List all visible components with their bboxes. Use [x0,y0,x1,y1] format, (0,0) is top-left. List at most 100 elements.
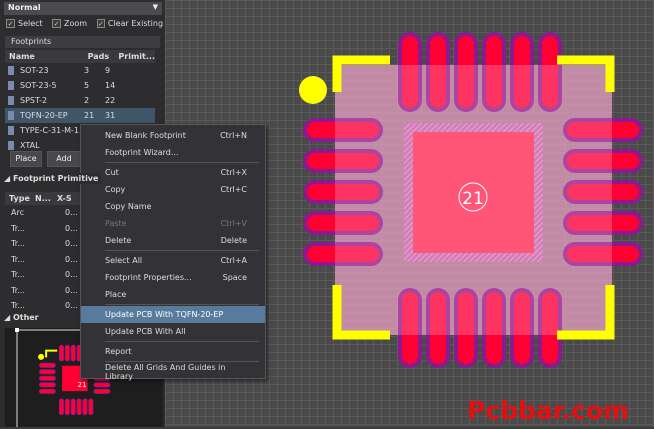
footprint-icon [8,126,14,135]
menu-item-label: New Blank Footprint [105,131,186,140]
cell-x: 0... [65,239,78,249]
table-header: Type N... X-S [5,192,80,205]
right-pad [567,122,639,138]
menu-item-update-pcb-with-tqfn-20-ep[interactable]: Update PCB With TQFN-20-EP [81,306,265,323]
bottom-pad [514,292,530,364]
table-row[interactable]: Tr...0... [5,267,80,283]
cell-type: Tr... [11,285,25,295]
menu-item-label: Report [105,347,132,356]
bottom-pad [89,399,93,415]
other-header[interactable]: ◢ Other [4,313,39,322]
menu-item-label: Paste [105,219,127,228]
footprints-header: Footprints [5,36,160,48]
cell-type: Tr... [11,254,25,264]
top-pad [71,345,75,361]
table-row[interactable]: Tr... 0... [5,283,80,299]
menu-item-footprint-wizard[interactable]: Footprint Wizard... [81,144,265,161]
col-pads[interactable]: Pads [87,52,110,61]
primitives-title: Footprint Primitive [12,174,99,183]
cell-x: 0... [65,285,78,295]
col-primitives[interactable]: Primit... [118,52,155,61]
menu-item-copy-name[interactable]: Copy Name [81,198,265,215]
bottom-pad [430,292,446,364]
preview-silk [45,349,58,358]
menu-item-update-pcb-with-all[interactable]: Update PCB With All [81,323,265,340]
mode-dropdown[interactable]: Normal▼ [4,2,162,15]
table-row[interactable]: Tr...0... [5,221,80,237]
col-name[interactable]: Name [9,52,35,61]
table-row[interactable]: XTAL [5,138,155,153]
menu-separator [105,162,259,163]
checkbox-label: Clear Existing [107,19,163,28]
cell-name: SOT-23 [20,66,49,75]
menu-item-report[interactable]: Report [81,343,265,360]
top-pad [486,36,502,108]
check-icon: ✓ [52,19,61,28]
bottom-pad [402,292,418,364]
top-pad [59,345,64,361]
chevron-down-icon: ▼ [152,3,158,11]
left-pad [307,122,379,138]
footprint-graphic[interactable]: 21 [165,0,654,427]
table-row[interactable]: Tr... 0... [5,252,80,268]
right-pad [94,389,110,394]
menu-separator [105,304,259,305]
cell-type: Arc [11,208,24,218]
pcb-canvas[interactable]: 21 [165,0,654,427]
top-pad [458,36,474,108]
top-pad [542,36,558,108]
top-pad [402,36,418,108]
preview-pin1-dot [38,353,45,360]
preview-pad-label: 21 [78,381,87,389]
cell-name: SPST-2 [20,96,48,105]
menu-item-place[interactable]: Place [81,286,265,303]
menu-separator [105,341,259,342]
zoom-checkbox[interactable]: ✓Zoom [52,19,87,28]
table-row[interactable]: TYPE-C-31-M-1... [5,123,155,138]
pad-designator-circle [458,182,488,212]
menu-item-label: Delete [105,236,132,245]
menu-item-footprint-properties[interactable]: Footprint Properties...Space [81,269,265,286]
bottom-pad [77,399,81,415]
left-pad [39,389,55,394]
table-row[interactable]: Arc 0... [5,205,80,221]
menu-item-label: Update PCB With TQFN-20-EP [105,310,224,319]
col-name[interactable]: N... [35,194,51,203]
cell-x: 0... [65,208,78,218]
table-row[interactable]: Tr...0... [5,236,80,252]
menu-item-delete-all-grids-and-guides-in-library[interactable]: Delete All Grids And Guides in Library [81,363,265,381]
thermal-pad [413,132,534,253]
silkscreen-outline [332,55,615,340]
table-row[interactable]: Tr...0... [5,298,80,314]
col-x[interactable]: X-S [57,194,72,203]
select-checkbox[interactable]: ✓Select [6,19,43,28]
menu-item-label: Copy Name [105,202,152,211]
cell-x: 0... [65,223,78,233]
clear-existing-checkbox[interactable]: ✓Clear Existing [97,19,163,28]
add-button[interactable]: Add [47,151,81,167]
footprint-icon [8,66,14,75]
pin1-dot [299,76,327,104]
cell-primitives: 22 [105,96,116,105]
menu-separator [105,361,259,362]
bottom-pad [59,399,64,415]
left-pad [307,246,379,262]
col-type[interactable]: Type [9,194,30,203]
menu-item-shortcut: Ctrl+A [220,256,247,265]
primitives-header[interactable]: ◢ Footprint Primitive [4,173,102,184]
menu-item-shortcut: Ctrl+X [220,168,247,177]
right-pad [567,246,639,262]
place-button[interactable]: Place [10,151,42,167]
cell-x: 0... [65,254,78,264]
left-pad [307,153,379,169]
